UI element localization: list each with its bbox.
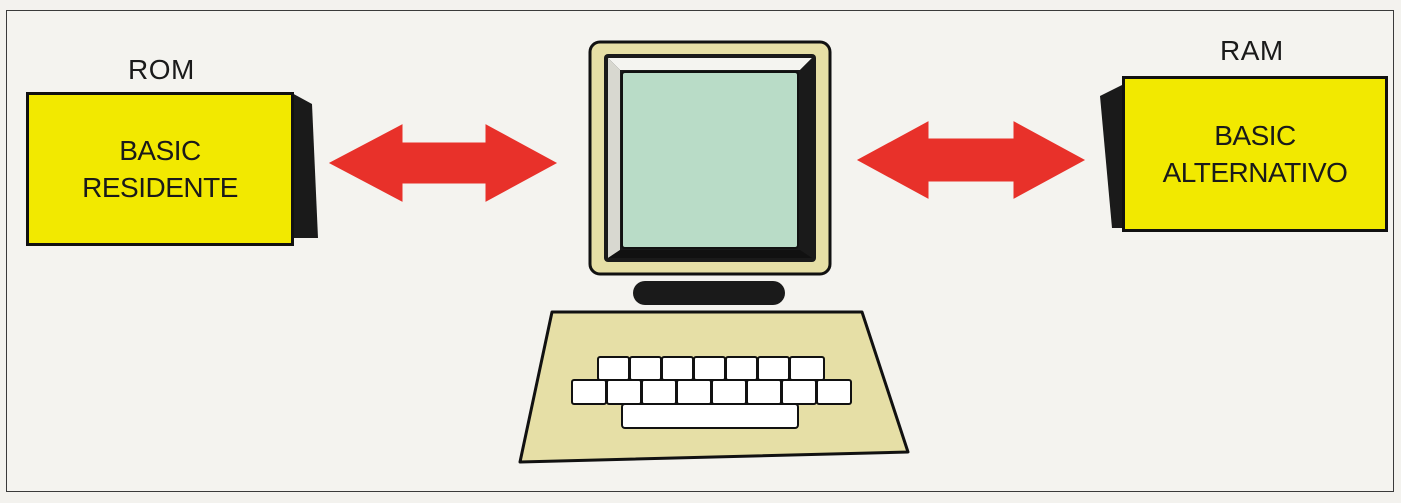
rom-box: BASIC RESIDENTE: [26, 92, 294, 246]
ram-box-line2: ALTERNATIVO: [1162, 157, 1348, 188]
rom-box-shadow: [290, 92, 318, 238]
ram-box-shadow: [1100, 84, 1124, 228]
computer-monitor: [588, 40, 832, 276]
rom-box-line2: RESIDENTE: [82, 172, 238, 203]
ram-box: BASIC ALTERNATIVO: [1122, 76, 1388, 232]
left-double-arrow: [328, 124, 558, 202]
keyboard-keys: [571, 356, 852, 429]
rom-box-line1: BASIC: [119, 135, 201, 166]
right-double-arrow: [856, 121, 1086, 199]
rom-label: ROM: [128, 54, 195, 85]
ram-box-line1: BASIC: [1214, 120, 1296, 151]
ram-label: RAM: [1220, 35, 1284, 66]
monitor-stand: [633, 281, 785, 305]
monitor-screen: [621, 71, 799, 249]
